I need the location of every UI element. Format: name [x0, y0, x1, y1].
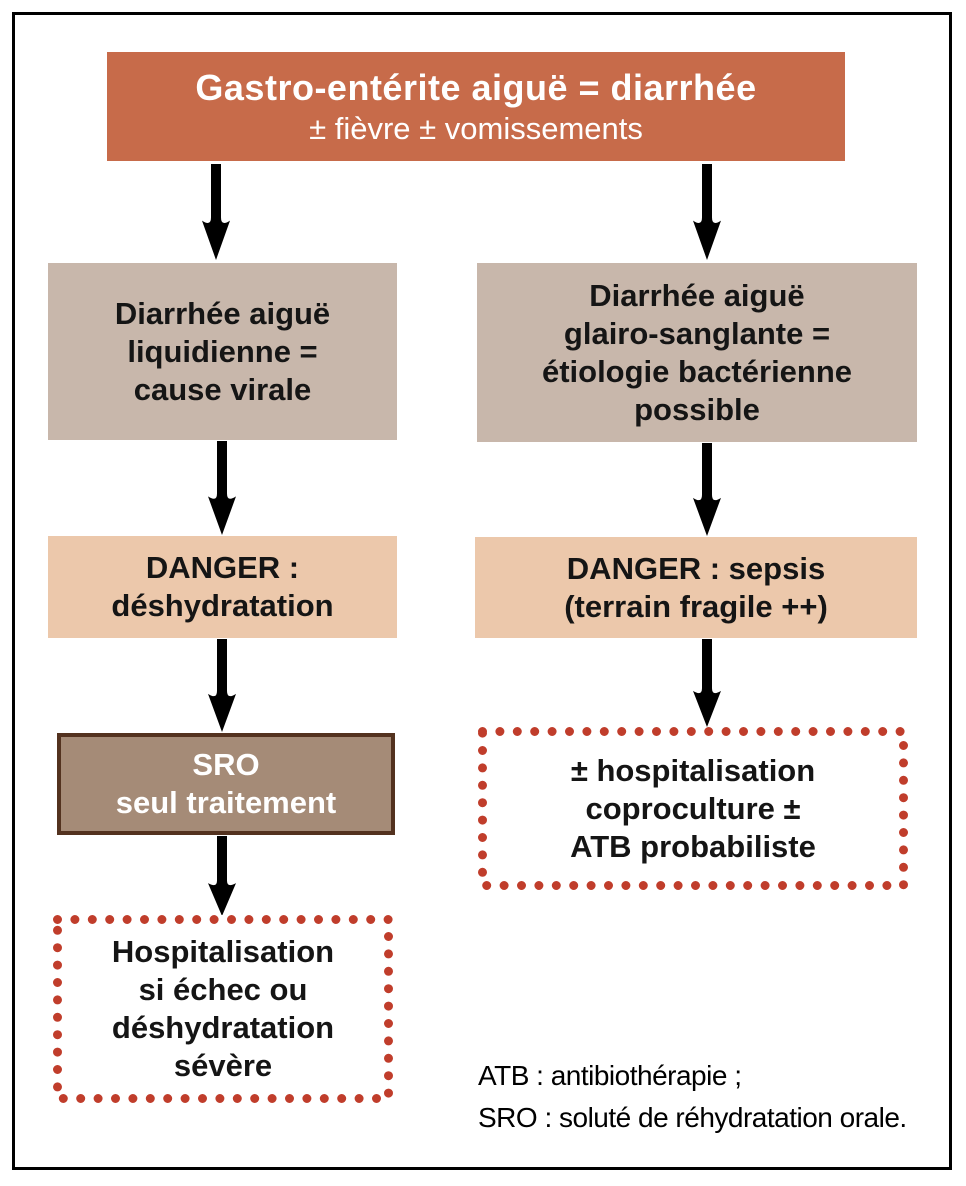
header-subtitle: ± fièvre ± vomissements	[309, 110, 643, 146]
right-outcome-box: ± hospitalisation coproculture ± ATB pro…	[478, 727, 908, 890]
arrow-down-icon	[693, 443, 721, 536]
arrow-down-icon	[693, 164, 721, 260]
danger-sepsis-text: DANGER : sepsis (terrain fragile ++)	[564, 550, 828, 624]
header-title: Gastro-entérite aiguë = diarrhée	[195, 66, 757, 108]
legend-sro: SRO : soluté de réhydratation orale.	[478, 1102, 907, 1133]
arrow-down-icon	[208, 836, 236, 916]
sro-treatment-text: SRO seul traitement	[115, 747, 337, 820]
arrow-down-icon	[208, 639, 236, 732]
viral-cause-text: Diarrhée aiguë liquidienne = cause viral…	[114, 295, 331, 407]
viral-cause-box: Diarrhée aiguë liquidienne = cause viral…	[48, 263, 397, 440]
header-box: Gastro-entérite aiguë = diarrhée ± fièvr…	[107, 52, 845, 161]
danger-sepsis-box: DANGER : sepsis (terrain fragile ++)	[475, 537, 917, 638]
bacterial-cause-box: Diarrhée aiguë glairo-sanglante = étiolo…	[477, 263, 917, 442]
legend-atb: ATB : antibiothérapie ;	[478, 1060, 742, 1091]
danger-dehydration-box: DANGER : déshydratation	[48, 536, 397, 638]
arrow-down-icon	[208, 441, 236, 535]
danger-dehydration-text: DANGER : déshydratation	[111, 550, 334, 623]
left-outcome-text: Hospitalisation si échec ou déshydratati…	[111, 934, 335, 1083]
bacterial-cause-text: Diarrhée aiguë glairo-sanglante = étiolo…	[541, 277, 853, 427]
left-outcome-box: Hospitalisation si échec ou déshydratati…	[53, 915, 393, 1103]
right-outcome-text: ± hospitalisation coproculture ± ATB pro…	[570, 752, 816, 864]
abbreviation-legend: ATB : antibiothérapie ; SRO : soluté de …	[478, 1055, 938, 1139]
sro-treatment-box: SRO seul traitement	[57, 733, 395, 835]
arrow-down-icon	[693, 639, 721, 727]
arrow-down-icon	[202, 164, 230, 260]
